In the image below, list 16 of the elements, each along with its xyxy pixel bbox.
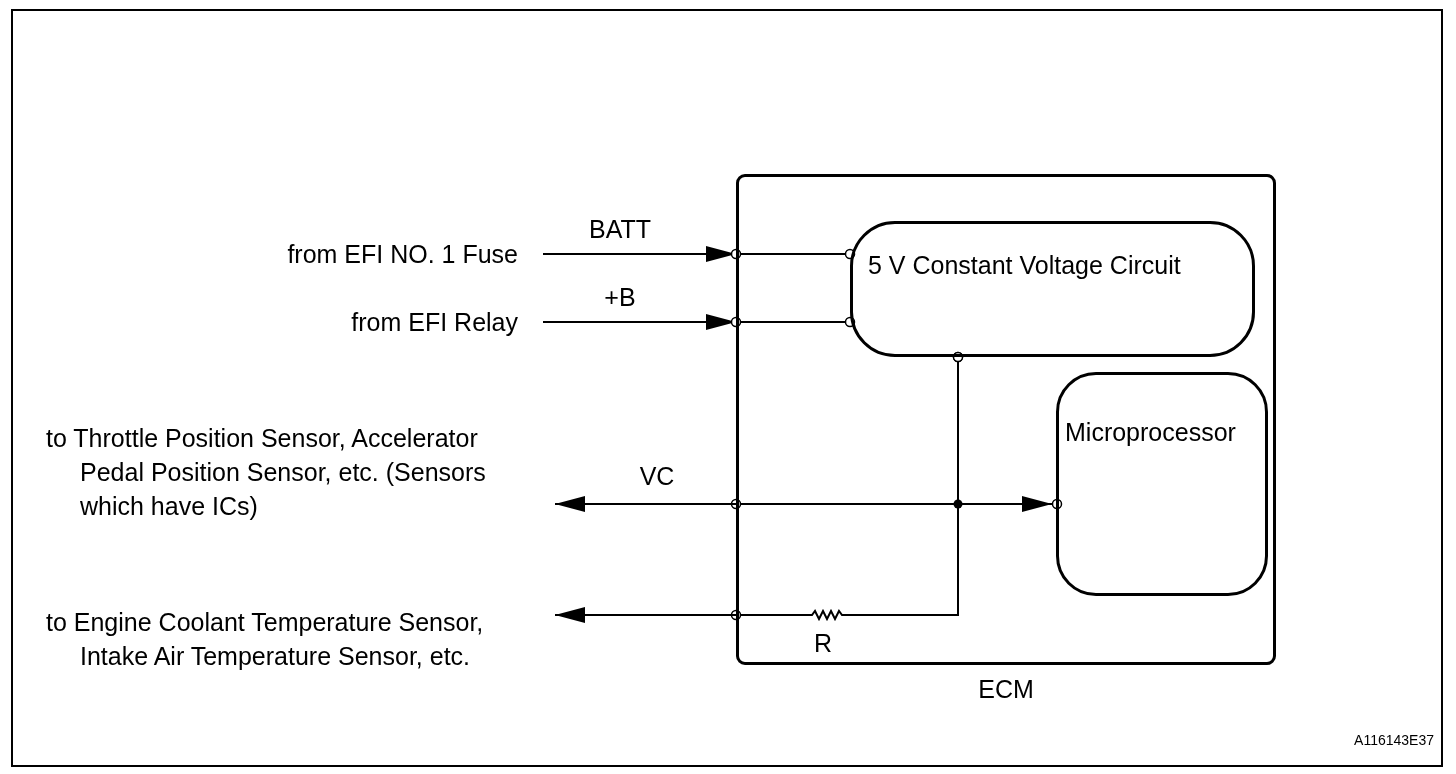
connection-text: from EFI Relay (180, 305, 518, 339)
block-title: 5 V Constant Voltage Circuit (868, 250, 1181, 281)
arrow (554, 607, 737, 623)
figure-code: A116143E37 (1353, 731, 1434, 750)
arrow (554, 496, 737, 512)
circuit-block (850, 221, 1255, 357)
unit-label: ECM (977, 674, 1035, 705)
signal-name: BATT (587, 214, 652, 245)
signal-name: VC (638, 461, 676, 492)
connection-text: from EFI NO. 1 Fuse (180, 237, 518, 271)
block-title: Microprocessor (1065, 417, 1236, 448)
connection-text: to Throttle Position Sensor, Accelerator Pedal Position Sensor, etc. (Sensors which have ICs) (46, 421, 530, 523)
connection-text: to Engine Coolant Temperature Sensor, Intake Air Temperature Sensor, etc. (46, 605, 530, 673)
signal-name: +B (603, 282, 637, 313)
resistor-label: R (812, 628, 834, 659)
circuit-block (1056, 372, 1268, 596)
